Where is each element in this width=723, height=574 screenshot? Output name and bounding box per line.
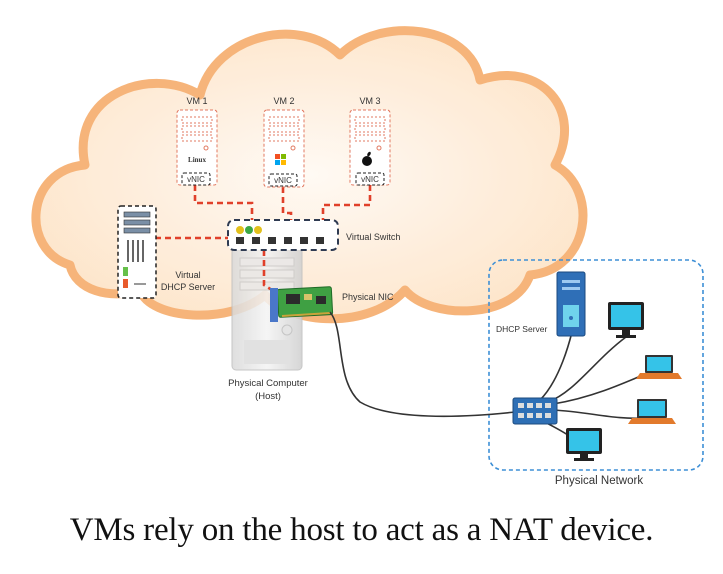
vnic-2: vNIC: [268, 173, 298, 187]
physical-dhcp-server: [556, 271, 586, 337]
virtual-dhcp-server: [117, 205, 157, 299]
laptop-upper: [636, 355, 682, 379]
physical-network-boundary: [488, 259, 704, 471]
physical-switch: [512, 397, 558, 425]
desktop-monitor-top: [608, 302, 644, 338]
physical-nic-label: Physical NIC: [342, 292, 394, 302]
virtual-dhcp-label-1: Virtual: [175, 270, 200, 280]
svg-text:vNIC: vNIC: [187, 175, 205, 184]
virtual-links: [155, 185, 372, 297]
virtual-switch-label: Virtual Switch: [346, 232, 400, 242]
physical-computer-label-1: Physical Computer: [228, 378, 308, 389]
vm-3: [349, 109, 391, 186]
slide-caption: VMs rely on the host to act as a NAT dev…: [69, 512, 654, 548]
vnic-1: vNIC: [181, 172, 211, 186]
physical-computer-label-2: (Host): [255, 391, 281, 402]
laptop-lower: [628, 399, 676, 424]
vnic-3: vNIC: [355, 172, 385, 186]
virtual-switch: [227, 219, 339, 251]
physical-dhcp-label: DHCP Server: [496, 324, 547, 334]
vm-3-label: VM 3: [359, 96, 380, 106]
vm-2: [263, 109, 305, 188]
vm-1: Linux: [176, 109, 218, 186]
apple-logo-icon: [362, 151, 372, 166]
vm-1-os-label: Linux: [188, 156, 206, 164]
desktop-monitor-bottom: [566, 428, 602, 461]
svg-text:vNIC: vNIC: [361, 175, 379, 184]
vm-1-label: VM 1: [186, 96, 207, 106]
svg-text:vNIC: vNIC: [274, 176, 292, 185]
network-cables: [329, 311, 651, 441]
vm-2-label: VM 2: [273, 96, 294, 106]
virtual-dhcp-label-2: DHCP Server: [161, 282, 215, 292]
physical-network-label: Physical Network: [555, 475, 643, 487]
windows-logo-icon: [275, 154, 286, 165]
physical-nic: [270, 286, 334, 322]
